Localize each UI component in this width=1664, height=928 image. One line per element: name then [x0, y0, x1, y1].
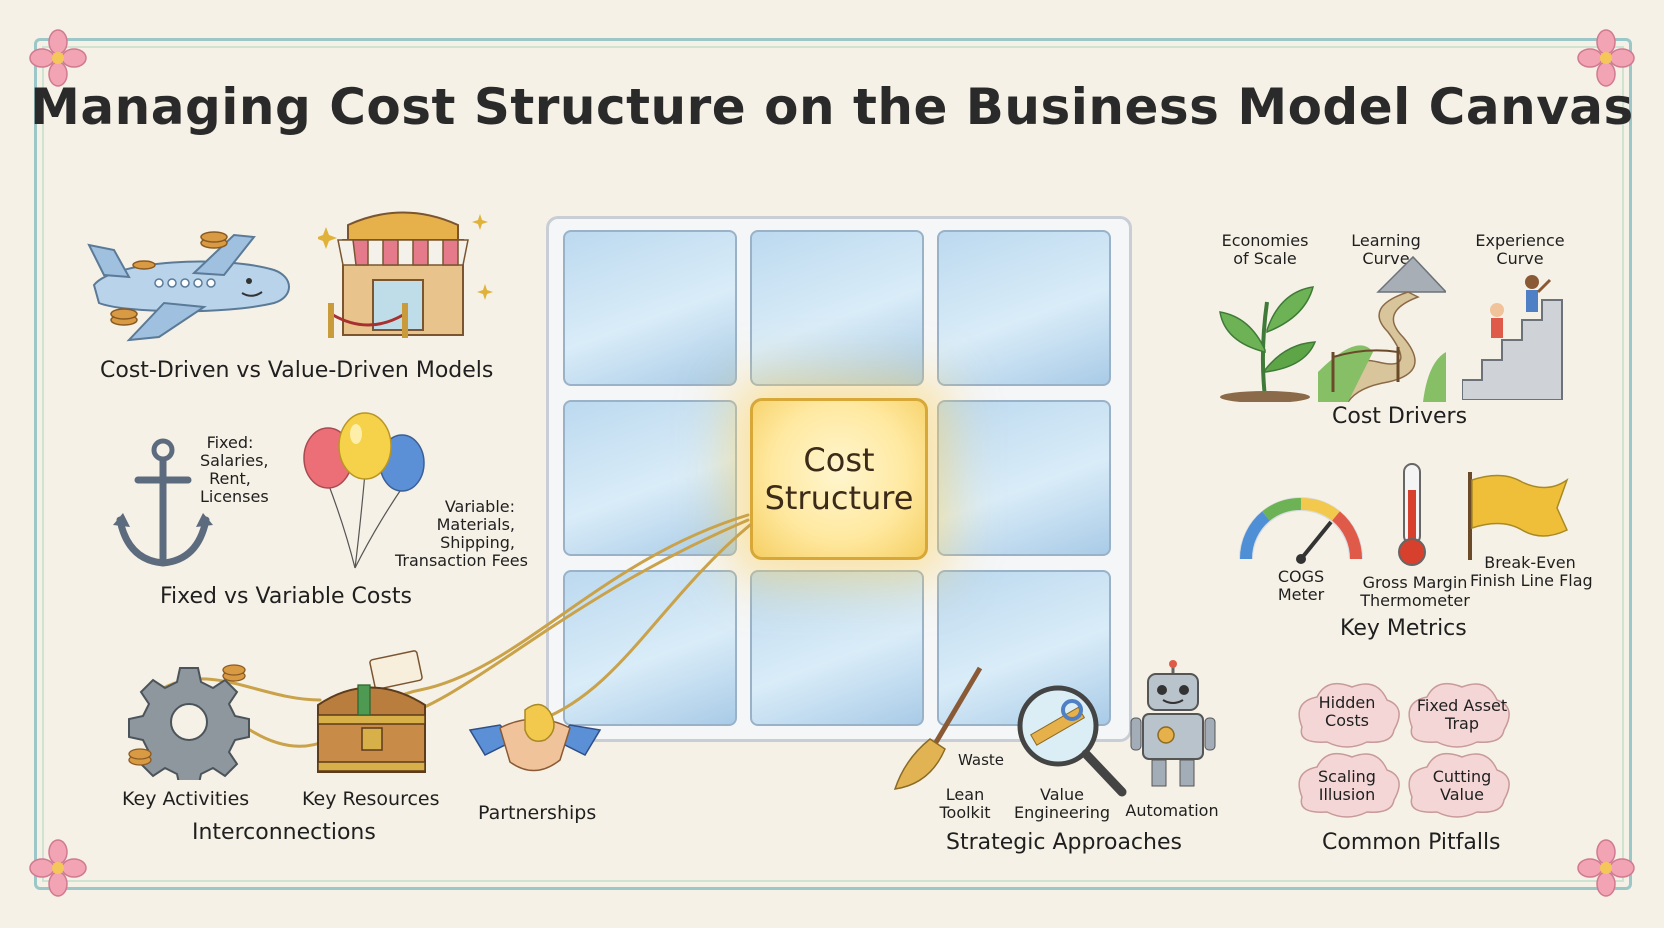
metric-label-line: Break-Even: [1484, 553, 1576, 572]
treasure-chest-icon: [317, 650, 426, 773]
metric-label: Gross Margin Thermometer: [1360, 574, 1470, 610]
pitfall-label-line: Trap: [1445, 714, 1479, 733]
anchor-icon: [113, 438, 213, 567]
pitfall-label-line: Cutting: [1432, 767, 1492, 786]
key-activities-label: Key Activities: [122, 788, 250, 810]
variable-costs-item: Shipping,: [440, 533, 515, 552]
page-title: Managing Cost Structure on the Business …: [30, 78, 1634, 136]
metric-label-line: Finish Line Flag: [1470, 571, 1593, 590]
driver-label-line: Curve: [1362, 249, 1410, 268]
cogs-gauge-icon: [1239, 497, 1363, 564]
drivers-heading: Cost Drivers: [1332, 404, 1468, 429]
waste-label: Waste: [958, 751, 1004, 769]
variable-costs-item: Materials,: [436, 515, 515, 534]
cloud-shape: [1298, 752, 1400, 818]
robot-icon: [1130, 660, 1216, 787]
interconnections-heading: Interconnections: [192, 820, 376, 845]
handshake-icon: [468, 703, 602, 772]
driver-label: Experience Curve: [1470, 232, 1570, 268]
pitfalls-heading: Common Pitfalls: [1322, 830, 1501, 855]
learning-path-icon: [1318, 255, 1446, 402]
approach-label: Value Engineering: [1012, 786, 1112, 822]
thermometer-icon: [1398, 463, 1426, 566]
models-heading: Cost-Driven vs Value-Driven Models: [100, 358, 494, 383]
flower-icon: [29, 839, 87, 897]
fixed-costs-label: Fixed: Salaries, Rent, Licenses: [200, 433, 269, 506]
fixed-costs-item: Rent,: [209, 469, 251, 488]
metric-label-line: Thermometer: [1360, 591, 1470, 610]
cost-structure-block: Cost Structure: [750, 398, 928, 560]
driver-label: Economies of Scale: [1210, 232, 1320, 268]
pitfall-label-line: Hidden: [1318, 693, 1376, 712]
pitfall-label-line: Scaling: [1318, 767, 1376, 786]
costs-heading: Fixed vs Variable Costs: [160, 584, 412, 609]
variable-costs-title: Variable:: [444, 497, 515, 516]
metric-label-line: COGS: [1277, 567, 1325, 586]
sprout-icon: [1219, 286, 1317, 402]
partnerships-label: Partnerships: [478, 802, 597, 824]
flower-icon: [1577, 29, 1635, 87]
balloons-icon: [303, 412, 425, 569]
driver-label-line: Experience: [1475, 231, 1565, 250]
metric-label: COGS Meter: [1266, 568, 1336, 604]
cloud-shape: [1298, 682, 1400, 748]
cloud-shape: [1408, 682, 1510, 748]
metric-label: Break-Even Finish Line Flag: [1470, 553, 1593, 590]
driver-label-line: Learning: [1351, 231, 1421, 250]
canvas-cell: [750, 570, 924, 726]
canvas-cell: [750, 230, 924, 386]
staircase-climbers-icon: [1462, 275, 1563, 400]
cost-structure-label-line2: Structure: [764, 479, 914, 517]
approach-label-line: Engineering: [1014, 803, 1110, 822]
fixed-costs-title: Fixed:: [206, 433, 254, 452]
approach-label-line: Toolkit: [939, 803, 991, 822]
canvas-cell: [563, 230, 737, 386]
pitfall-label: Cutting Value: [1422, 768, 1502, 804]
flower-icon: [1577, 839, 1635, 897]
canvas-cell: [563, 570, 737, 726]
driver-label-line: Curve: [1496, 249, 1544, 268]
pitfall-label-line: Fixed Asset: [1416, 696, 1508, 715]
fixed-costs-item: Licenses: [200, 487, 269, 506]
pitfall-label-line: Illusion: [1318, 785, 1376, 804]
vine-border: [34, 38, 1632, 890]
variable-costs-label: Variable: Materials, Shipping, Transacti…: [395, 497, 528, 570]
boutique-shop-icon: [318, 211, 493, 338]
driver-label-line: Economies: [1221, 231, 1309, 250]
pitfall-label: Scaling Illusion: [1312, 768, 1382, 804]
approach-label-line: Automation: [1125, 801, 1219, 820]
approach-label: Lean Toolkit: [930, 786, 1000, 822]
airplane-icon: [87, 231, 290, 342]
broom-icon: [893, 666, 983, 790]
magnifier-icon: [1017, 685, 1127, 797]
pitfall-label: Hidden Costs: [1312, 694, 1382, 730]
pitfall-label-line: Value: [1440, 785, 1484, 804]
approaches-heading: Strategic Approaches: [946, 830, 1182, 855]
canvas-cell: [937, 230, 1111, 386]
metrics-heading: Key Metrics: [1340, 616, 1467, 641]
driver-label: Learning Curve: [1336, 232, 1436, 268]
metric-label-line: Meter: [1277, 585, 1325, 604]
approach-label-line: Value: [1040, 785, 1084, 804]
approach-label: Automation: [1122, 802, 1222, 820]
fixed-costs-item: Salaries,: [200, 451, 269, 470]
metric-label-line: Gross Margin: [1362, 573, 1468, 592]
driver-label-line: of Scale: [1233, 249, 1297, 268]
key-resources-label: Key Resources: [302, 788, 440, 810]
canvas-cell: [937, 400, 1111, 556]
approach-label-line: Lean: [945, 785, 985, 804]
variable-costs-item: Transaction Fees: [395, 551, 528, 570]
cost-structure-label-line1: Cost: [803, 441, 875, 479]
pitfall-clouds: [1298, 682, 1510, 818]
pitfall-label-line: Costs: [1325, 711, 1369, 730]
flower-icon: [29, 29, 87, 87]
gear-icon: [128, 664, 250, 780]
finish-flag-icon: [1468, 472, 1569, 560]
cloud-shape: [1408, 752, 1510, 818]
pitfall-label: Fixed Asset Trap: [1412, 697, 1512, 733]
